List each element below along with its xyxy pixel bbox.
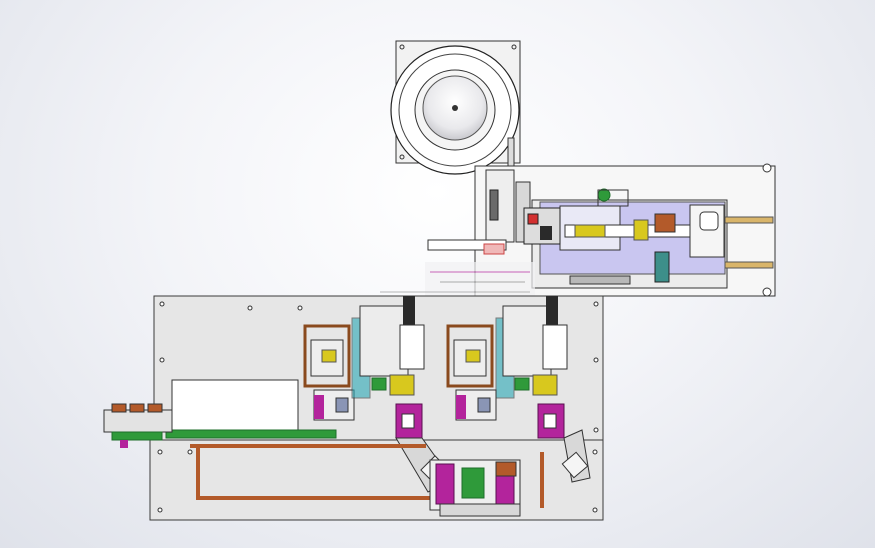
feeder-bottom-bar bbox=[569, 275, 631, 285]
yellow-slider bbox=[465, 349, 481, 363]
station-b bbox=[446, 296, 591, 483]
gripper-jaw bbox=[543, 413, 557, 429]
press-die bbox=[461, 467, 485, 499]
sensor-bracket bbox=[597, 189, 629, 207]
sensor-green bbox=[371, 377, 387, 391]
yellow-slider bbox=[389, 374, 415, 396]
feeder-shelf bbox=[427, 239, 507, 251]
cylinder-rod bbox=[403, 296, 415, 326]
magenta-clamp bbox=[314, 395, 324, 419]
connector-pin bbox=[129, 403, 145, 413]
motor-block bbox=[540, 226, 552, 240]
connector-strip bbox=[111, 431, 163, 441]
connector-pin bbox=[147, 403, 163, 413]
conveyor-belt bbox=[165, 429, 337, 439]
guide-bar bbox=[540, 452, 544, 508]
station-frame bbox=[303, 324, 351, 388]
guide-block bbox=[489, 189, 499, 221]
cylinder-body bbox=[542, 324, 568, 370]
transfer-blur bbox=[425, 262, 535, 296]
cylinder-rod bbox=[546, 296, 558, 326]
actuator bbox=[335, 397, 349, 413]
screw-hole bbox=[762, 163, 772, 173]
conveyor-cover bbox=[171, 379, 299, 437]
input-conveyor bbox=[103, 379, 337, 448]
motor-icon bbox=[654, 251, 670, 283]
cylinder-body bbox=[399, 324, 425, 370]
feeder-track-lower bbox=[724, 261, 774, 269]
feeder-track-upper bbox=[724, 216, 774, 224]
station-frame bbox=[446, 324, 494, 388]
screw-hole bbox=[511, 44, 517, 50]
gripper-jaw bbox=[401, 413, 415, 429]
screw-hole bbox=[399, 154, 405, 160]
actuator bbox=[477, 397, 491, 413]
bottom-press bbox=[190, 444, 544, 517]
magenta-clamp bbox=[456, 395, 466, 419]
yellow-slider bbox=[321, 349, 337, 363]
terminal-block-icon bbox=[103, 409, 173, 433]
guide-bar bbox=[196, 448, 200, 500]
connector-pin bbox=[111, 403, 127, 413]
feeder-end-block bbox=[689, 204, 725, 258]
press-base bbox=[439, 503, 521, 517]
status-light-icon bbox=[597, 188, 611, 202]
guide-bar bbox=[196, 496, 432, 500]
screw-hole bbox=[399, 44, 405, 50]
screw-hole bbox=[762, 287, 772, 297]
reel-rim bbox=[398, 53, 512, 167]
reel-assembly bbox=[390, 40, 521, 195]
connector-latch bbox=[120, 440, 128, 448]
press-cap bbox=[495, 461, 517, 477]
reel-axle bbox=[452, 105, 458, 111]
arm-joint bbox=[561, 451, 589, 479]
feeder-end-cap bbox=[699, 211, 719, 231]
transfer-zone bbox=[380, 262, 535, 296]
guide-bar bbox=[190, 444, 426, 448]
feeder-clamp bbox=[654, 213, 676, 233]
sensor-green bbox=[514, 377, 530, 391]
magenta-clamp bbox=[435, 463, 455, 505]
yellow-slider bbox=[574, 224, 606, 238]
yellow-slider bbox=[532, 374, 558, 396]
yellow-slider bbox=[633, 219, 649, 241]
lower-base-plate bbox=[149, 439, 604, 521]
feeder-pad bbox=[483, 243, 505, 255]
indicator-red bbox=[527, 213, 539, 225]
